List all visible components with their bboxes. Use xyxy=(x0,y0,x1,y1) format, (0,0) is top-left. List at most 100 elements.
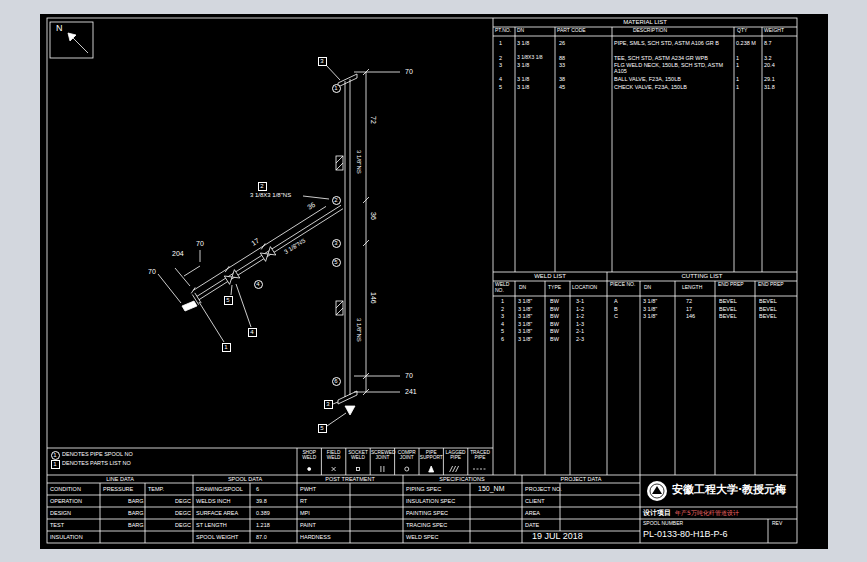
table-text: END PREP xyxy=(758,282,788,288)
table-text: 2-1 xyxy=(576,328,584,334)
table-text: TRACING SPEC xyxy=(406,522,447,528)
table-text: DEGC xyxy=(175,522,191,528)
table-text: LENGTH xyxy=(682,285,702,291)
weld-callout: 6 xyxy=(332,377,341,386)
part-callout: 1 xyxy=(51,460,60,469)
table-text: DESIGN xyxy=(50,510,71,516)
isometric-piping xyxy=(354,72,400,73)
table-text: 2 xyxy=(501,306,504,312)
joint-symbols xyxy=(456,466,459,472)
table-text: 1-3 xyxy=(576,321,584,327)
dimension-text: 3 1/8"NS xyxy=(355,150,362,174)
isometric-piping xyxy=(197,205,341,296)
table-text: B xyxy=(614,306,618,312)
table-text: PAINTING SPEC xyxy=(406,510,448,516)
part-callout: 5 xyxy=(224,296,233,305)
joint-symbols xyxy=(450,466,453,472)
isometric-piping xyxy=(231,285,232,295)
table-text: BEVEL xyxy=(719,298,737,304)
joint-symbols xyxy=(453,466,456,472)
isometric-piping xyxy=(195,293,201,303)
callout-number: 2 xyxy=(334,197,337,203)
table-text: DEGC xyxy=(175,498,191,504)
table-text: 1.218 xyxy=(256,522,270,528)
joint-symbols xyxy=(357,468,360,471)
table-text: 3 1/8 xyxy=(517,76,529,82)
table-text: 2 xyxy=(499,55,502,61)
table-text: TEMP. xyxy=(148,486,164,492)
isometric-piping xyxy=(336,163,343,170)
frame-lines xyxy=(640,475,641,543)
frame-lines xyxy=(493,296,797,297)
table-text: 3 1/8" xyxy=(518,321,532,327)
joint-symbols xyxy=(332,467,336,471)
weld-callout: 4 xyxy=(254,280,263,289)
isometric-piping xyxy=(363,197,369,203)
table-text: INSULATION SPEC xyxy=(406,498,455,504)
joint-symbols xyxy=(332,467,336,471)
weld-callout: 2 xyxy=(332,196,341,205)
joint-symbols xyxy=(308,468,311,471)
table-text: 241 xyxy=(405,388,417,396)
table-text: LAGGED PIPE xyxy=(444,450,467,461)
table-text: BALL VALVE, F23A, 150LB xyxy=(614,76,732,82)
isometric-piping xyxy=(350,79,351,395)
table-text: 72 xyxy=(686,298,692,304)
isometric-piping xyxy=(225,266,229,272)
frame-lines xyxy=(612,27,613,272)
school-logo xyxy=(652,486,662,494)
frame-lines xyxy=(762,27,763,272)
frame-lines xyxy=(193,475,194,543)
table-text: DENOTES PIPE SPOOL NO xyxy=(62,451,133,457)
frame-lines xyxy=(419,448,420,475)
table-text: BW xyxy=(550,298,559,304)
frame-lines xyxy=(145,483,146,543)
table-text: WELD NO. xyxy=(495,282,514,293)
table-text: 3-1 xyxy=(576,298,584,304)
table-text: MPI xyxy=(300,510,310,516)
table-text: BW xyxy=(550,306,559,312)
table-text: FIELD WELD xyxy=(322,450,345,461)
table-text: 4 xyxy=(499,76,502,82)
isometric-piping xyxy=(184,266,200,276)
weld-callout: 1 xyxy=(51,451,60,460)
table-text: PRESSURE xyxy=(103,486,133,492)
isometric-piping xyxy=(191,287,195,293)
frame-lines xyxy=(350,483,351,543)
table-text: BEVEL xyxy=(719,306,737,312)
table-text: 70 xyxy=(405,68,413,76)
table-text: SOCKET WELD xyxy=(347,450,370,461)
isometric-piping xyxy=(200,250,201,262)
table-text: 1 xyxy=(736,62,739,68)
table-text: 安徽工程大学·教授元梅 xyxy=(672,484,786,496)
table-text: 3 1/8" xyxy=(643,306,657,312)
table-text: OPERATION xyxy=(50,498,82,504)
frame-lines xyxy=(470,483,471,543)
frame-lines xyxy=(640,519,797,520)
table-text: COMPR JOINT xyxy=(395,450,418,461)
callout-number: 5 xyxy=(334,259,337,265)
table-text: SCREWED JOINT xyxy=(371,450,394,461)
table-text: TYPE xyxy=(548,285,561,291)
isometric-piping xyxy=(175,268,190,286)
table-text: 4 xyxy=(501,321,504,327)
isometric-piping xyxy=(199,209,343,300)
isometric-piping xyxy=(336,308,343,315)
weld-callout: 1 xyxy=(332,84,341,93)
table-text: PROJECT DATA xyxy=(561,476,602,482)
table-text: END PREP xyxy=(718,282,748,288)
table-text: CUTTING LIST xyxy=(681,273,722,280)
isometric-piping xyxy=(182,301,197,311)
isometric-piping xyxy=(50,22,93,58)
frame-lines xyxy=(768,519,769,543)
table-text: 6 xyxy=(256,486,259,492)
table-text: TEE, SCH STD, ASTM A234 GR WPB xyxy=(614,55,732,61)
table-text: 87.0 xyxy=(256,534,267,540)
table-text: 31.8 xyxy=(764,84,775,90)
table-text: BW xyxy=(550,336,559,342)
table-text: 26 xyxy=(559,40,565,46)
frame-lines xyxy=(715,281,716,475)
callout-number: 5 xyxy=(226,297,229,303)
table-text: PART CODE xyxy=(557,28,586,34)
